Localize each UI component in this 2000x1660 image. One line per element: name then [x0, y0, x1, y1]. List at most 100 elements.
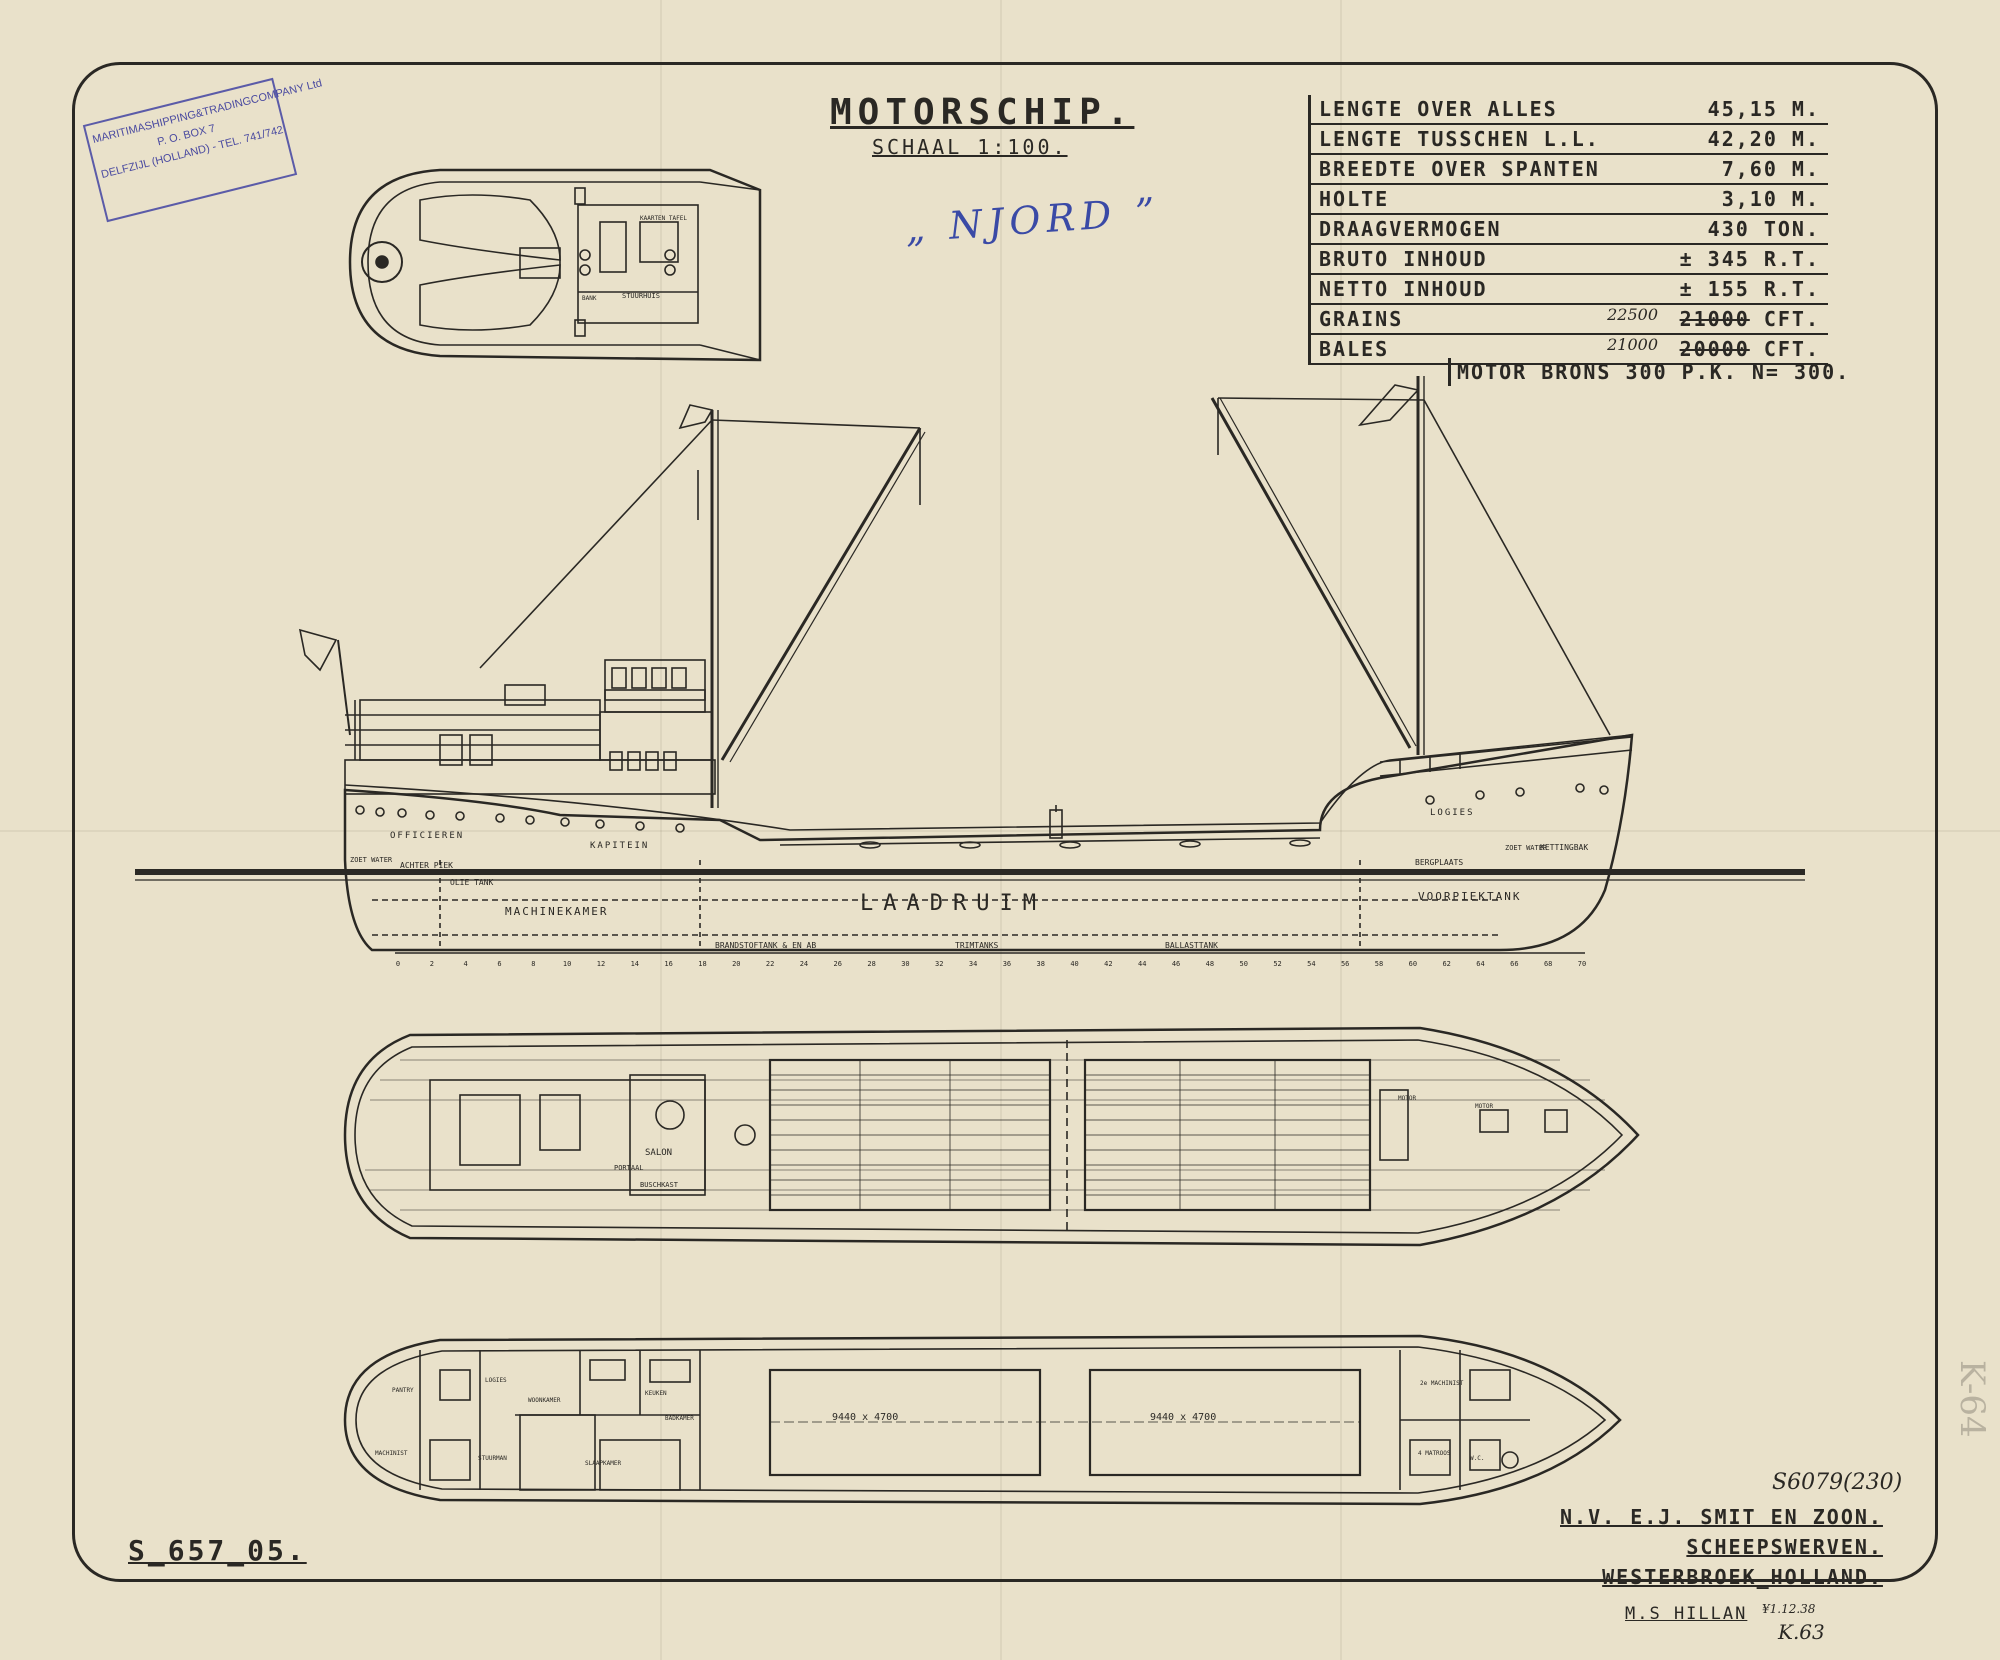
- fold-line: [1340, 0, 1342, 1660]
- chart-table-label: KAARTEN TAFEL: [640, 215, 687, 222]
- frame-number: 16: [664, 960, 672, 968]
- frame-number: 46: [1172, 960, 1180, 968]
- frame-number: 42: [1104, 960, 1112, 968]
- handwritten-reference: S6079(230): [1772, 1470, 1903, 1495]
- fold-line: [660, 0, 662, 1660]
- hatch-dimension-label: 9440 x 4700: [832, 1412, 898, 1423]
- windlass-motor-label: MOTOR: [1475, 1103, 1493, 1110]
- fold-line: [1000, 0, 1002, 1660]
- frame-number: 32: [935, 960, 943, 968]
- hatch-dimension-label: 9440 x 4700: [1150, 1412, 1216, 1423]
- sailors-cabin-label: 4 MATROOS: [1418, 1450, 1451, 1457]
- ballast-tank-label: BALLASTTANK: [1165, 941, 1218, 950]
- oil-tank-label: OLIE TANK: [450, 878, 494, 887]
- winch-motor-label: MOTOR: [1398, 1095, 1416, 1102]
- struck-value: 20000: [1679, 337, 1750, 361]
- motor-spec: MOTOR BRONS 300 P.K. N= 300.: [1448, 358, 1850, 386]
- value-unit: CFT.: [1749, 337, 1820, 361]
- spec-value: ± 155 R.T.: [1679, 277, 1820, 301]
- drawing-number: S_657_05.: [128, 1534, 307, 1567]
- fresh-water-label: ZOET WATER: [350, 856, 393, 864]
- frame-number: 12: [597, 960, 605, 968]
- frame-number: 24: [800, 960, 808, 968]
- handwritten-correction: 22500: [1607, 305, 1658, 324]
- frame-number: 2: [430, 960, 434, 968]
- frame-number: 28: [867, 960, 875, 968]
- frame-number: 62: [1442, 960, 1450, 968]
- struck-value: 21000: [1679, 307, 1750, 331]
- frame-number: 34: [969, 960, 977, 968]
- builder-type: SCHEEPSWERVEN.: [1686, 1535, 1883, 1559]
- drawing-title: MOTORSCHIP.: [830, 92, 1135, 133]
- builder-name: N.V. E.J. SMIT EN ZOON.: [1560, 1505, 1883, 1529]
- frame-number: 50: [1239, 960, 1247, 968]
- value-unit: CFT.: [1749, 307, 1820, 331]
- frame-number: 18: [698, 960, 706, 968]
- spec-row: NETTO INHOUD ± 155 R.T.: [1308, 275, 1828, 305]
- captain-label: KAPITEIN: [590, 841, 649, 851]
- compass-label: BUSCHKAST: [640, 1181, 679, 1189]
- second-engineer-label: 2e MACHINIST: [1420, 1380, 1464, 1387]
- main-deck-plan: [343, 1026, 1640, 1247]
- spec-label: HOLTE: [1319, 187, 1390, 211]
- fore-peak-label: VOORPIEKTANK: [1418, 890, 1521, 903]
- handwritten-initials: ¥1.12.38: [1762, 1602, 1816, 1616]
- spec-label: DRAAGVERMOGEN: [1319, 217, 1502, 241]
- shipbuilder-block: N.V. E.J. SMIT EN ZOON. SCHEEPSWERVEN. W…: [1560, 1502, 1883, 1592]
- drawing-scale: SCHAAL 1:100.: [872, 135, 1068, 159]
- spec-value: 21000 CFT.: [1680, 307, 1820, 331]
- bathroom-label: BADKAMER: [665, 1415, 694, 1422]
- stern-deck-plan: [348, 168, 762, 362]
- spec-row: BRUTO INHOUD± 345 R.T.: [1308, 245, 1828, 275]
- handwritten-correction: 21000: [1607, 335, 1658, 354]
- archive-number: K.63: [1778, 1620, 1825, 1644]
- frame-number: 14: [631, 960, 639, 968]
- frame-number: 26: [834, 960, 842, 968]
- frame-number: 56: [1341, 960, 1349, 968]
- frame-number: 36: [1003, 960, 1011, 968]
- living-room-label: WOONKAMER: [528, 1397, 561, 1404]
- frame-number: 54: [1307, 960, 1315, 968]
- side-profile: [135, 376, 1805, 954]
- frame-number: 20: [732, 960, 740, 968]
- mate-cabin-label: STUURMAN: [478, 1455, 507, 1462]
- frame-number: 70: [1578, 960, 1586, 968]
- spec-label: GRAINS: [1319, 307, 1404, 331]
- cabin-label: LOGIES: [485, 1377, 507, 1384]
- frame-number: 64: [1476, 960, 1484, 968]
- wc-label: W.C.: [1470, 1455, 1484, 1462]
- engineer-cabin-label: MACHINIST: [375, 1450, 408, 1457]
- frame-number: 22: [766, 960, 774, 968]
- spec-value: 20000 CFT.: [1680, 337, 1820, 361]
- spec-value: 45,15 M.: [1707, 97, 1820, 121]
- spec-label: LENGTE TUSSCHEN L.L.: [1319, 127, 1600, 151]
- bench-label: BANK: [582, 295, 597, 302]
- frame-number: 66: [1510, 960, 1518, 968]
- spec-label: BRUTO INHOUD: [1319, 247, 1488, 271]
- lower-deck-plan: [343, 1334, 1622, 1506]
- galley-label: KEUKEN: [645, 1390, 667, 1397]
- spec-label: BREEDTE OVER SPANTEN: [1319, 157, 1600, 181]
- fold-line: [0, 830, 2000, 832]
- frame-number: 8: [531, 960, 535, 968]
- frame-number: 40: [1070, 960, 1078, 968]
- pencil-mark: K-64: [1952, 1360, 1992, 1438]
- ship-designation: M.S HILLAN: [1625, 1604, 1748, 1624]
- drawing-frame: [72, 62, 1938, 1582]
- storage-label: BERGPLAATS: [1415, 858, 1463, 867]
- wheelhouse-label: STUURHUIS: [622, 292, 660, 300]
- spec-value: 42,20 M.: [1707, 127, 1820, 151]
- engine-room-label: MACHINEKAMER: [505, 905, 608, 918]
- frame-number: 58: [1375, 960, 1383, 968]
- spec-label: NETTO INHOUD: [1319, 277, 1488, 301]
- saloon-label: SALON: [645, 1148, 672, 1158]
- frame-number: 0: [396, 960, 400, 968]
- frame-number: 60: [1409, 960, 1417, 968]
